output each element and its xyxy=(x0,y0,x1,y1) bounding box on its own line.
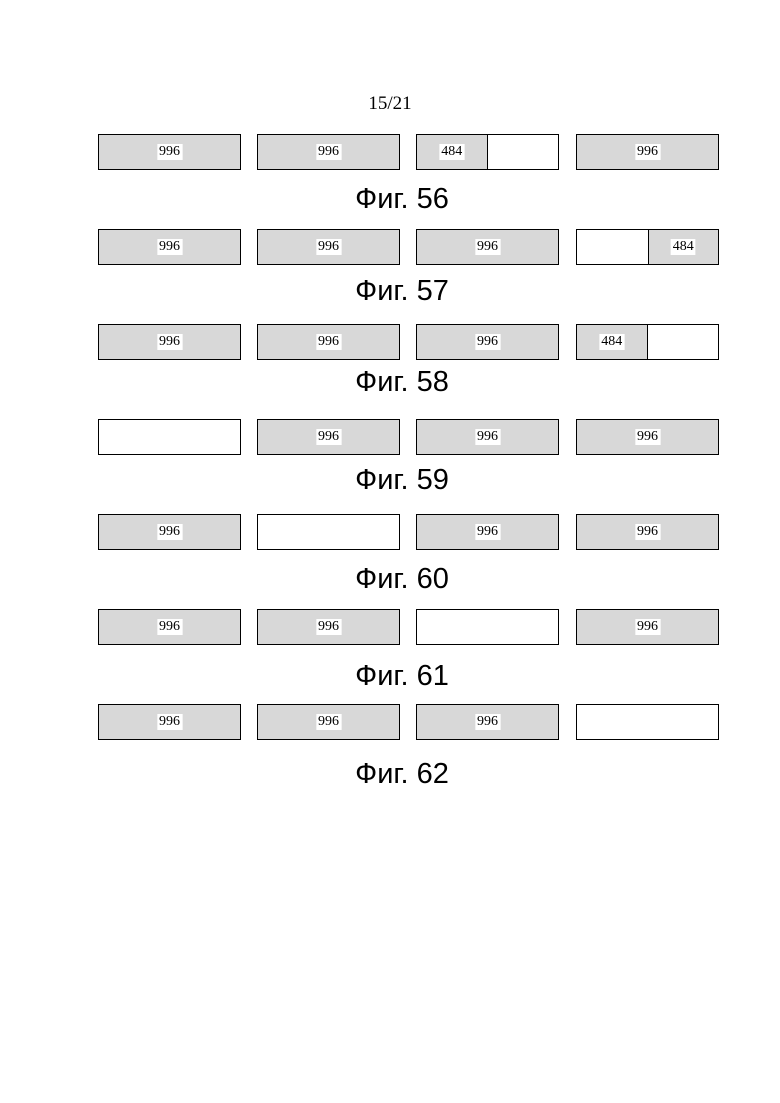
block-label: 996 xyxy=(635,429,660,445)
block-label: 996 xyxy=(157,144,182,160)
block-4: 996 xyxy=(576,134,719,170)
block-label: 996 xyxy=(157,619,182,635)
figure-62-caption: Фиг. 62 xyxy=(0,758,780,791)
block-3: 484 xyxy=(416,134,559,170)
block-label: 996 xyxy=(316,714,341,730)
block-3: 996 xyxy=(416,419,559,455)
filled-segment: 996 xyxy=(258,420,399,454)
filled-segment: 996 xyxy=(417,705,558,739)
figure-56-caption: Фиг. 56 xyxy=(0,183,780,216)
block-label: 484 xyxy=(599,334,624,350)
block-4 xyxy=(576,704,719,740)
block-label: 996 xyxy=(316,429,341,445)
figure-60-caption: Фиг. 60 xyxy=(0,563,780,596)
filled-segment: 996 xyxy=(99,515,240,549)
block-4: 996 xyxy=(576,609,719,645)
filled-segment: 996 xyxy=(99,135,240,169)
filled-segment: 996 xyxy=(99,325,240,359)
filled-segment: 996 xyxy=(99,230,240,264)
figure-59-row: 996 996 996 xyxy=(0,419,780,455)
block-3 xyxy=(416,609,559,645)
block-label: 996 xyxy=(475,714,500,730)
block-label: 996 xyxy=(635,144,660,160)
block-4: 996 xyxy=(576,419,719,455)
filled-segment: 996 xyxy=(258,230,399,264)
filled-segment: 996 xyxy=(258,325,399,359)
block-label: 996 xyxy=(316,334,341,350)
block-2: 996 xyxy=(257,229,400,265)
filled-segment: 996 xyxy=(577,135,718,169)
block-label: 996 xyxy=(475,429,500,445)
filled-segment: 996 xyxy=(417,325,558,359)
block-1 xyxy=(98,419,241,455)
block-3: 996 xyxy=(416,704,559,740)
filled-segment: 996 xyxy=(577,515,718,549)
block-4: 484 xyxy=(576,229,719,265)
block-2: 996 xyxy=(257,134,400,170)
empty-segment xyxy=(258,515,399,549)
filled-segment: 996 xyxy=(258,135,399,169)
block-label: 996 xyxy=(316,144,341,160)
figure-58-row: 996 996 996 484 xyxy=(0,324,780,360)
figure-57-caption: Фиг. 57 xyxy=(0,275,780,308)
block-label: 996 xyxy=(635,524,660,540)
empty-segment xyxy=(577,230,648,264)
block-1: 996 xyxy=(98,229,241,265)
block-label: 996 xyxy=(157,524,182,540)
block-1: 996 xyxy=(98,609,241,645)
block-3: 996 xyxy=(416,514,559,550)
block-4: 996 xyxy=(576,514,719,550)
figure-58-caption: Фиг. 58 xyxy=(0,366,780,399)
block-1: 996 xyxy=(98,134,241,170)
figure-61-caption: Фиг. 61 xyxy=(0,660,780,693)
empty-segment xyxy=(577,705,718,739)
block-1: 996 xyxy=(98,324,241,360)
block-2: 996 xyxy=(257,704,400,740)
block-2: 996 xyxy=(257,609,400,645)
block-2: 996 xyxy=(257,419,400,455)
figure-62-row: 996 996 996 xyxy=(0,704,780,740)
filled-segment: 996 xyxy=(417,230,558,264)
filled-segment: 484 xyxy=(648,230,719,264)
filled-segment: 996 xyxy=(417,515,558,549)
block-label: 996 xyxy=(316,239,341,255)
figure-59-caption: Фиг. 59 xyxy=(0,464,780,497)
block-1: 996 xyxy=(98,514,241,550)
filled-segment: 996 xyxy=(577,420,718,454)
filled-segment: 996 xyxy=(577,610,718,644)
filled-segment: 996 xyxy=(258,705,399,739)
block-label: 484 xyxy=(439,144,464,160)
block-label: 996 xyxy=(157,334,182,350)
block-4: 484 xyxy=(576,324,719,360)
figure-60-row: 996 996 996 xyxy=(0,514,780,550)
page-number: 15/21 xyxy=(0,93,780,115)
empty-segment xyxy=(648,325,719,359)
block-label: 996 xyxy=(157,714,182,730)
block-label: 996 xyxy=(475,239,500,255)
block-1: 996 xyxy=(98,704,241,740)
block-label: 996 xyxy=(157,239,182,255)
filled-segment: 484 xyxy=(577,325,648,359)
block-label: 996 xyxy=(475,334,500,350)
block-label: 996 xyxy=(316,619,341,635)
block-label: 996 xyxy=(635,619,660,635)
filled-segment: 996 xyxy=(417,420,558,454)
figure-57-row: 996 996 996 484 xyxy=(0,229,780,265)
block-2: 996 xyxy=(257,324,400,360)
empty-segment xyxy=(488,135,559,169)
empty-segment xyxy=(417,610,558,644)
block-3: 996 xyxy=(416,229,559,265)
filled-segment: 484 xyxy=(417,135,488,169)
filled-segment: 996 xyxy=(99,610,240,644)
block-label: 484 xyxy=(671,239,696,255)
filled-segment: 996 xyxy=(258,610,399,644)
filled-segment: 996 xyxy=(99,705,240,739)
figure-61-row: 996 996 996 xyxy=(0,609,780,645)
empty-segment xyxy=(99,420,240,454)
block-label: 996 xyxy=(475,524,500,540)
block-3: 996 xyxy=(416,324,559,360)
figure-56-row: 996 996 484 996 xyxy=(0,134,780,170)
block-2 xyxy=(257,514,400,550)
